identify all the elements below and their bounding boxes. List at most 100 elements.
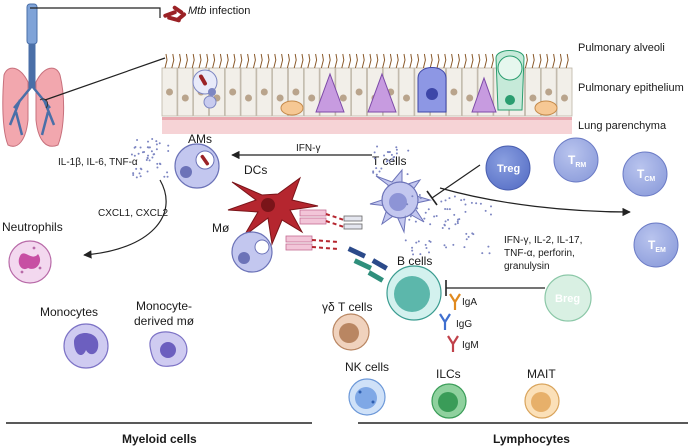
- cytokine-dot: [155, 143, 158, 146]
- cilium: [484, 53, 488, 69]
- mtb-infection-label: Mtb infection: [188, 5, 250, 17]
- cytokine-dot: [130, 153, 133, 156]
- trm-main: T: [568, 153, 576, 167]
- ifn-label: IFN-γ: [296, 143, 320, 154]
- cytokine-dot: [428, 251, 431, 254]
- goblet-cell: [495, 50, 525, 111]
- cilium: [348, 53, 352, 69]
- treg-inhibition-line: [431, 164, 481, 199]
- cytokine-dot: [445, 246, 448, 249]
- cilium: [368, 53, 372, 69]
- cytokine-dot: [385, 160, 388, 163]
- cilium: [293, 53, 297, 69]
- igm-antibody-icon: [447, 335, 459, 352]
- nk-cells-label: NK cells: [345, 360, 389, 374]
- cilium: [388, 53, 392, 69]
- cytokine-dot: [404, 215, 407, 218]
- epithelial-nucleus: [245, 94, 252, 102]
- peach-cell-1: [280, 100, 304, 116]
- epithelial-nucleus: [308, 94, 316, 102]
- cytokine-dot: [444, 199, 447, 202]
- ilc-cell: [431, 383, 467, 419]
- cilium: [184, 53, 188, 69]
- cilium: [327, 53, 331, 69]
- cilium: [307, 53, 311, 69]
- gd-t-cells-label: γδ T cells: [322, 300, 372, 314]
- cytokine-dot: [167, 149, 170, 152]
- cilium: [395, 53, 399, 69]
- cytokine-dot: [490, 205, 493, 208]
- cytokine-dot: [435, 215, 438, 218]
- cytokine-dot: [456, 220, 459, 223]
- cilium: [402, 53, 406, 69]
- cytokine-dot: [151, 137, 154, 140]
- nk-cell: [348, 378, 386, 416]
- cytokine-dot: [458, 218, 461, 221]
- cilium: [320, 53, 324, 69]
- cytokine-dot: [139, 167, 142, 170]
- cytokine-dot: [489, 213, 492, 216]
- cytokine-dot: [132, 174, 135, 177]
- cytokine-dot: [132, 172, 135, 175]
- cilium: [252, 53, 256, 69]
- ams-label: AMs: [188, 132, 212, 146]
- cytokine-dot: [376, 145, 379, 148]
- epithelial-nucleus: [166, 88, 173, 96]
- pulmonary-tissue: [161, 50, 573, 134]
- cytokine-dot: [411, 246, 414, 249]
- cilium: [314, 53, 318, 69]
- cilium: [259, 53, 263, 69]
- memory-differentiation-arrow: [439, 187, 631, 217]
- cytokine-dot: [146, 170, 149, 173]
- cytokine-dot: [453, 213, 456, 216]
- cytokine-dot: [156, 166, 159, 169]
- cytokine-dot: [147, 154, 150, 157]
- mait-cell: [524, 383, 560, 419]
- epithelial-cell: [240, 67, 257, 117]
- chemokine-arrow: [83, 179, 167, 259]
- cytokine-dot: [148, 159, 151, 162]
- cilium: [246, 53, 250, 69]
- epithelial-nucleus: [529, 94, 537, 102]
- cilium: [164, 53, 168, 69]
- lymphocytes-title: Lymphocytes: [493, 432, 570, 446]
- cilium: [416, 53, 420, 69]
- monocyte-derived-label-1: Monocyte-: [136, 299, 192, 313]
- treg-label: Treg: [497, 163, 520, 175]
- cytokine-dot: [373, 157, 376, 160]
- cilium: [422, 53, 426, 69]
- cytokine-dot: [383, 154, 386, 157]
- parenchyma-label: Lung parenchyma: [578, 120, 667, 132]
- cytokine-dot: [163, 175, 166, 178]
- igg-antibody-icon: [439, 313, 451, 330]
- cytokine-dot: [155, 140, 158, 143]
- cytokine-dot: [440, 200, 443, 203]
- cytokine-dot: [167, 144, 170, 147]
- cilium: [171, 53, 175, 69]
- cytokine-dot: [444, 207, 447, 210]
- club-cell: [417, 67, 447, 113]
- svg-text:TCM: TCM: [637, 167, 655, 183]
- breg-label: Breg: [555, 293, 580, 305]
- cilium: [552, 53, 556, 69]
- epithelial-nucleus: [181, 94, 189, 102]
- mtb-bacteria-icon: [163, 5, 187, 23]
- cytokine-dot: [424, 211, 427, 214]
- igg-label: IgG: [456, 319, 472, 330]
- cilium: [545, 53, 549, 69]
- epithelial-nucleus: [561, 94, 568, 102]
- cytokine-dot: [484, 209, 487, 212]
- svg-text:TRM: TRM: [568, 153, 586, 169]
- cytokine-dot: [416, 207, 419, 210]
- cytokine-dot: [475, 202, 478, 205]
- cytokine-dot: [448, 208, 451, 211]
- cilium: [470, 53, 474, 69]
- t-cell-cytokines-line-3: granulysin: [504, 261, 550, 272]
- cytokine-dot: [156, 162, 159, 165]
- tcm-sub: CM: [644, 176, 655, 183]
- cytokine-dot: [465, 232, 468, 235]
- epithelial-nucleus: [229, 88, 237, 96]
- cytokine-dot: [372, 170, 375, 173]
- purple-cell-2: [367, 72, 397, 113]
- tem-cell: TEM: [633, 222, 679, 268]
